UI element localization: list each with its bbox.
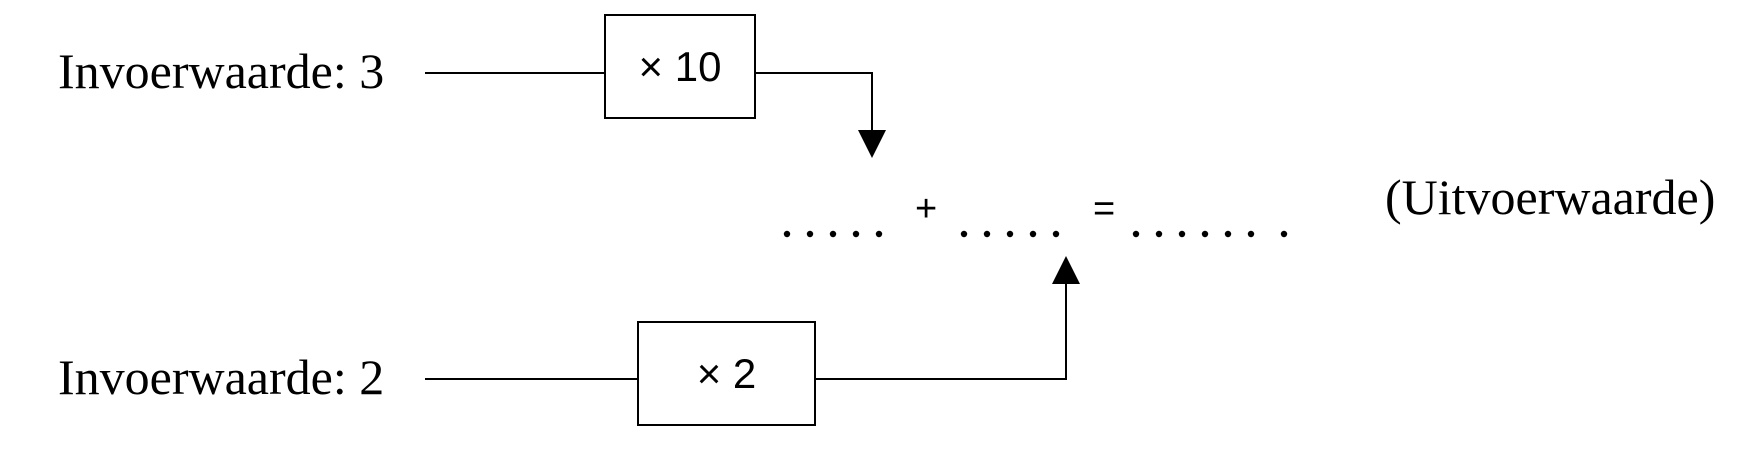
equals-sign: = — [1093, 188, 1116, 230]
down-arrowhead — [858, 130, 886, 158]
up-arrowhead — [1052, 256, 1080, 284]
blank-dots-left — [783, 230, 883, 238]
multiply-box-top: × 10 — [604, 14, 756, 119]
input-label-bottom: Invoerwaarde: 2 — [58, 349, 385, 405]
operation-bottom-text: × 2 — [696, 349, 757, 397]
input-label-top: Invoerwaarde: 3 — [58, 43, 385, 99]
plus-sign: + — [915, 188, 938, 230]
bottom-output-line — [815, 284, 1067, 380]
top-output-line — [755, 72, 873, 130]
output-label: (Uitvoerwaarde) — [1385, 169, 1716, 225]
blank-dots-right — [1132, 230, 1288, 238]
operation-top-text: × 10 — [638, 42, 722, 90]
multiply-box-bottom: × 2 — [637, 321, 816, 426]
blank-dots-middle — [960, 230, 1060, 238]
